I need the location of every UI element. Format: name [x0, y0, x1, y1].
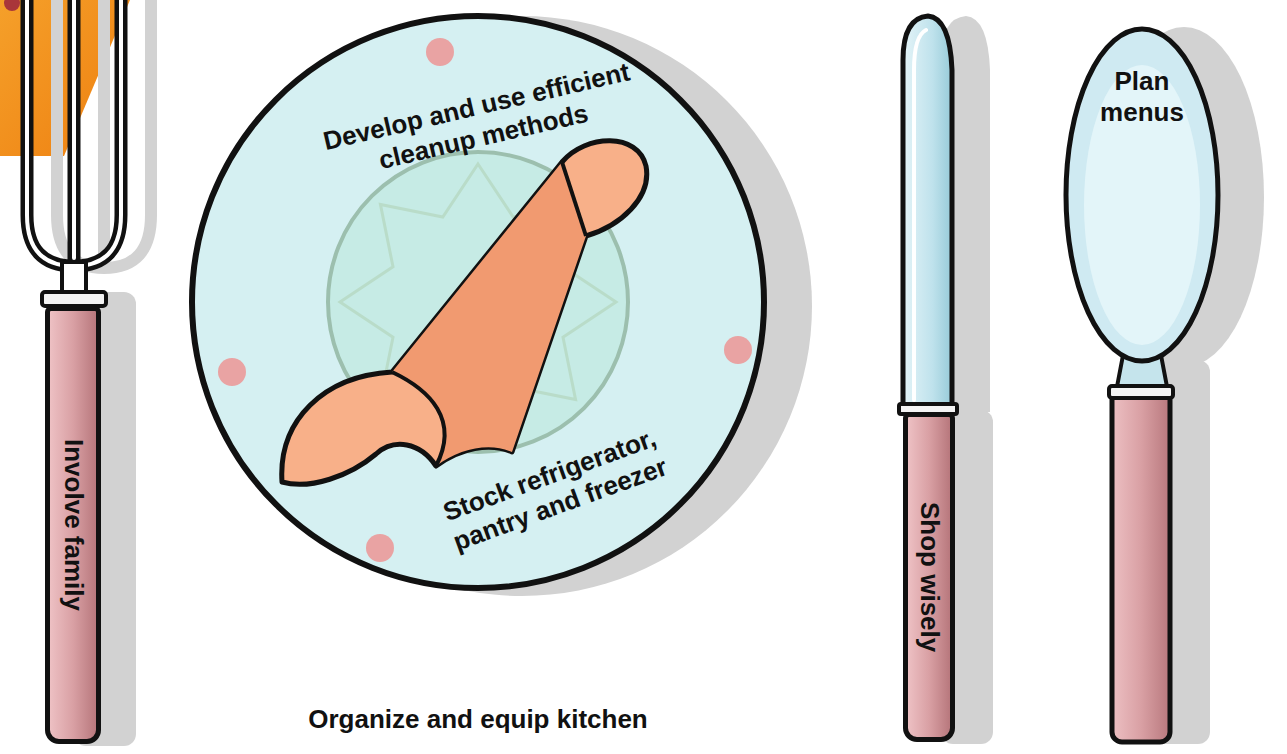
utensil-label: Plan menus: [1082, 66, 1202, 128]
fork-tine: [68, 0, 81, 266]
plate-dot: [426, 38, 454, 66]
fork-tine: [27, 0, 121, 266]
napkin-body: [282, 141, 647, 485]
plate-dot: [218, 358, 246, 386]
plate: Develop and use efficient cleanup method…: [188, 12, 768, 592]
utensil-label: Shop wisely: [913, 502, 944, 652]
utensil-shadows: [57, 0, 1264, 746]
napkin-fold-line: [392, 372, 445, 466]
fork-handle: Involve family: [45, 306, 101, 744]
corner-accent: [0, 0, 130, 156]
napkin: [282, 141, 647, 485]
caption-label: Organize and equip kitchen: [308, 704, 648, 735]
fork-collar: [42, 292, 106, 306]
napkin-fold-line: [562, 162, 586, 236]
knife-handle: Shop wisely: [903, 412, 955, 742]
fork-tines: [27, 0, 121, 266]
fork-shadow: [98, 0, 110, 268]
plate-dot: [724, 336, 752, 364]
corner-bead: [4, 0, 20, 11]
fork-tine-highlight: [72, 0, 76, 258]
spoon-bowl: Plan menus: [1062, 25, 1222, 365]
spoon-bowl-outline: [1066, 29, 1218, 361]
napkin-fold: [392, 162, 586, 466]
spoon-handle: [1112, 390, 1170, 742]
spoon-collar: [1109, 386, 1173, 398]
knife-shine: [914, 30, 926, 400]
plate-rim: [192, 16, 764, 588]
fork-tine-highlight: [27, 0, 121, 266]
plate-dot: [366, 534, 394, 562]
utensil-label: Involve family: [57, 439, 88, 611]
knife-blade: [903, 16, 952, 412]
